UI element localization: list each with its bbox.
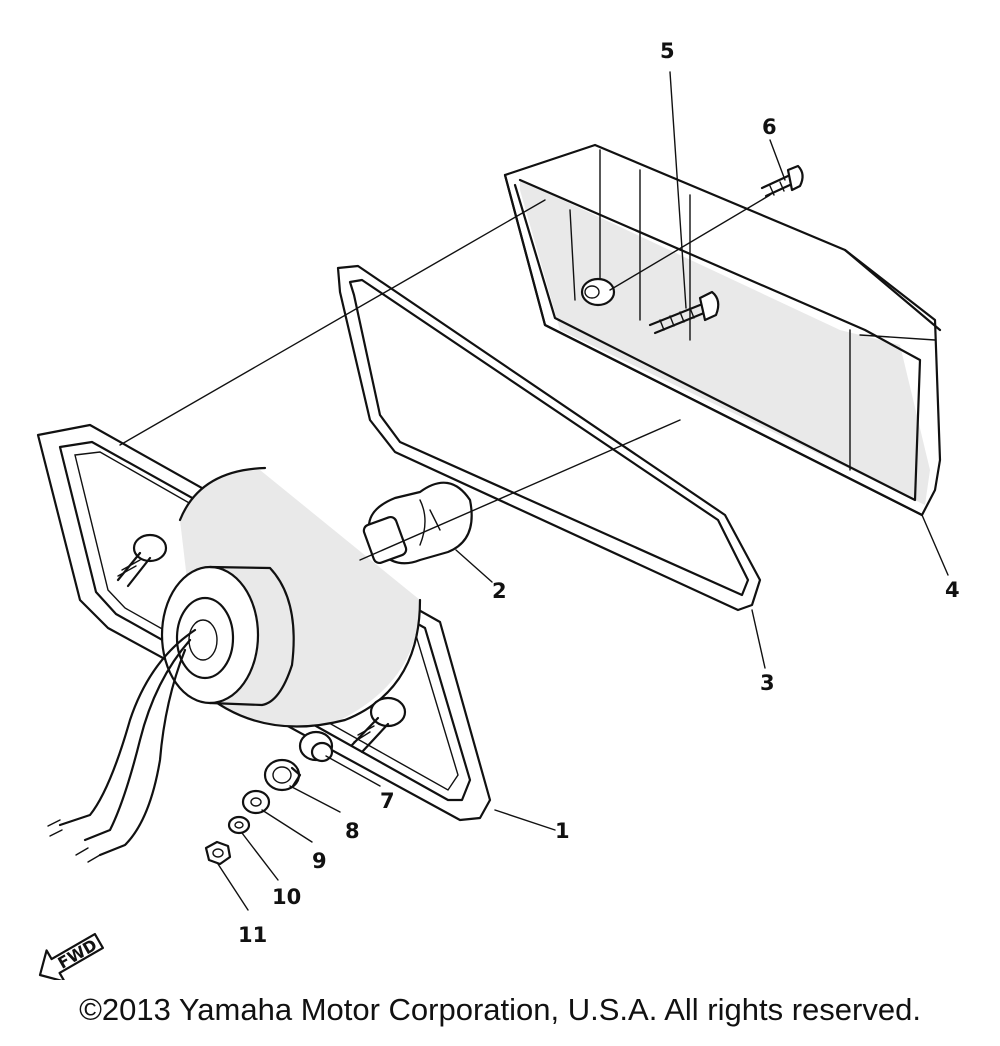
assembly-lines: [119, 194, 771, 561]
part-screw-long: [648, 290, 720, 335]
part-nut-flange: [263, 758, 302, 792]
leader-lines: [217, 71, 949, 911]
callout-11: 11: [238, 923, 267, 947]
copyright-notice: ©2013 Yamaha Motor Corporation, U.S.A. A…: [79, 992, 921, 1027]
exploded-parts-diagram: 1 2 3 4 5 6 7 8 9 10 11 FWD: [36, 39, 960, 980]
forward-arrow-icon: FWD: [38, 932, 104, 980]
callout-3: 3: [760, 671, 775, 695]
part-bulb: [362, 481, 473, 565]
forward-label: FWD: [55, 935, 101, 972]
part-lens-housing: [503, 143, 942, 517]
part-lock-washer: [227, 815, 251, 835]
part-gasket: [336, 264, 762, 612]
callout-7: 7: [380, 789, 395, 813]
wire-harness: [47, 628, 197, 863]
callout-8: 8: [345, 819, 360, 843]
part-screw-short: [760, 164, 804, 198]
part-washer: [241, 789, 271, 815]
callout-4: 4: [945, 578, 960, 602]
callout-5: 5: [660, 39, 675, 63]
callout-1: 1: [555, 819, 570, 843]
part-base-plate: [36, 423, 492, 822]
callout-6: 6: [762, 115, 777, 139]
callout-2: 2: [492, 579, 507, 603]
callout-9: 9: [312, 849, 327, 873]
part-hex-nut: [204, 840, 232, 866]
callout-10: 10: [272, 885, 301, 909]
